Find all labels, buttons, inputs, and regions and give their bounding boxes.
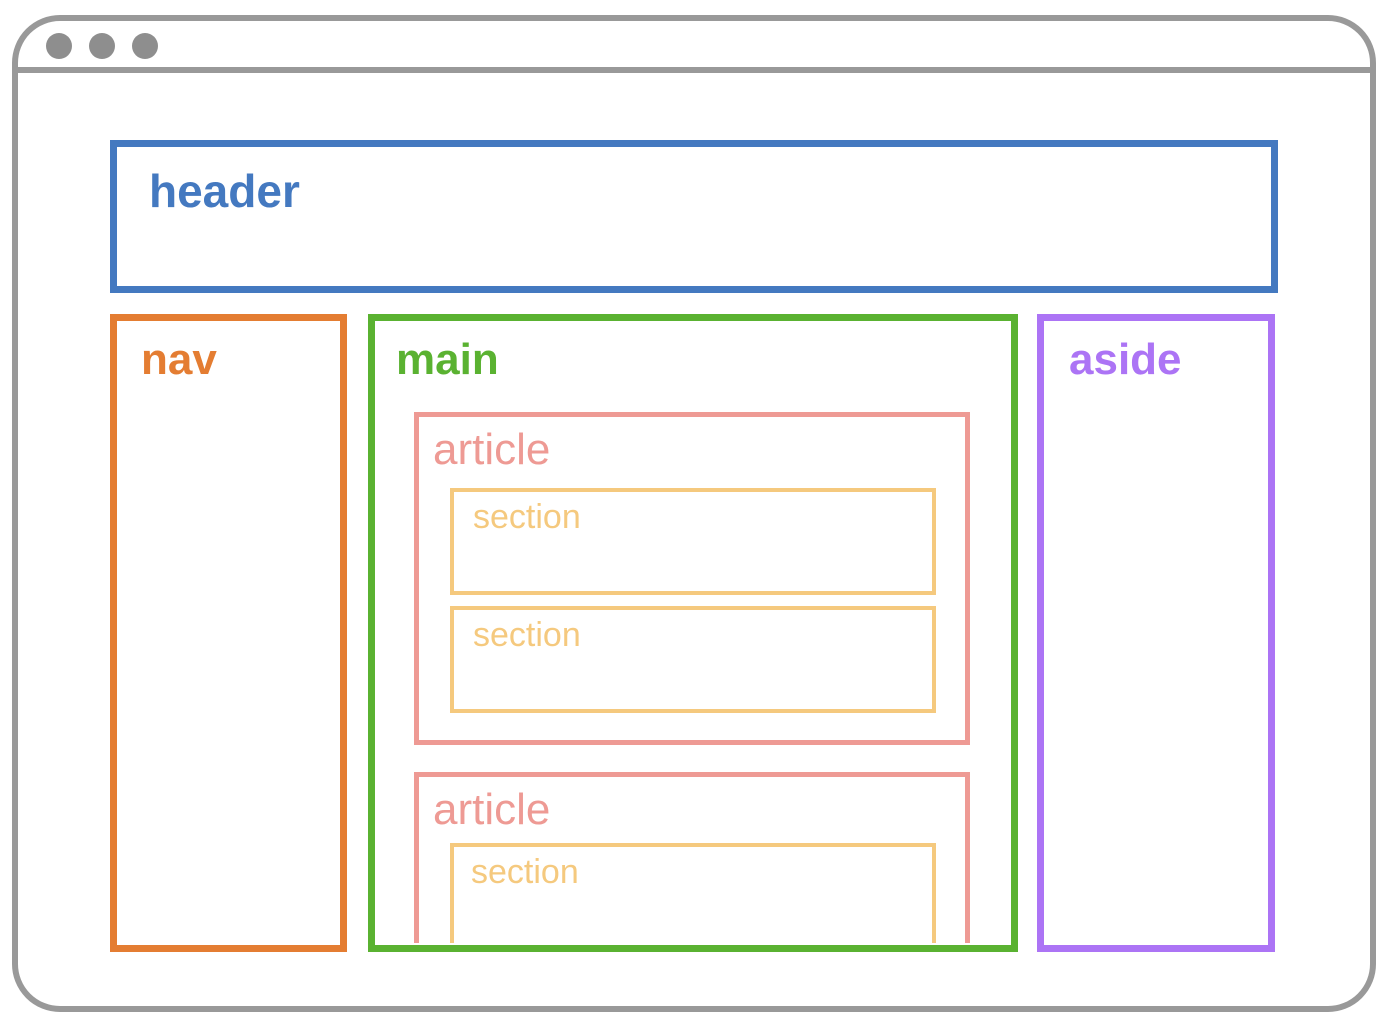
window-control-dot-3 bbox=[132, 33, 158, 59]
aside-label: aside bbox=[1069, 335, 1182, 384]
article-box-2: article section bbox=[414, 772, 970, 943]
main-content-area: article section section article section bbox=[371, 317, 1015, 943]
main-box: main bbox=[368, 314, 1018, 952]
main-label: main bbox=[396, 335, 499, 384]
section-box-2: section bbox=[450, 606, 936, 713]
article-box-1: article section section bbox=[414, 412, 970, 745]
window-control-dot-2 bbox=[89, 33, 115, 59]
header-box: header bbox=[110, 140, 1278, 293]
nav-box: nav bbox=[110, 314, 347, 952]
article-label-2: article bbox=[433, 785, 551, 834]
section-label-3: section bbox=[471, 853, 579, 891]
section-box-1: section bbox=[450, 488, 936, 595]
article-label-1: article bbox=[433, 425, 551, 474]
title-bar-divider bbox=[15, 67, 1373, 73]
nav-label: nav bbox=[141, 335, 217, 384]
section-box-3: section bbox=[450, 843, 936, 943]
header-label: header bbox=[149, 165, 300, 217]
aside-box: aside bbox=[1037, 314, 1275, 952]
window-control-dot-1 bbox=[46, 33, 72, 59]
section-label-1: section bbox=[473, 498, 581, 536]
section-label-2: section bbox=[473, 616, 581, 654]
browser-window-frame bbox=[12, 15, 1376, 1012]
